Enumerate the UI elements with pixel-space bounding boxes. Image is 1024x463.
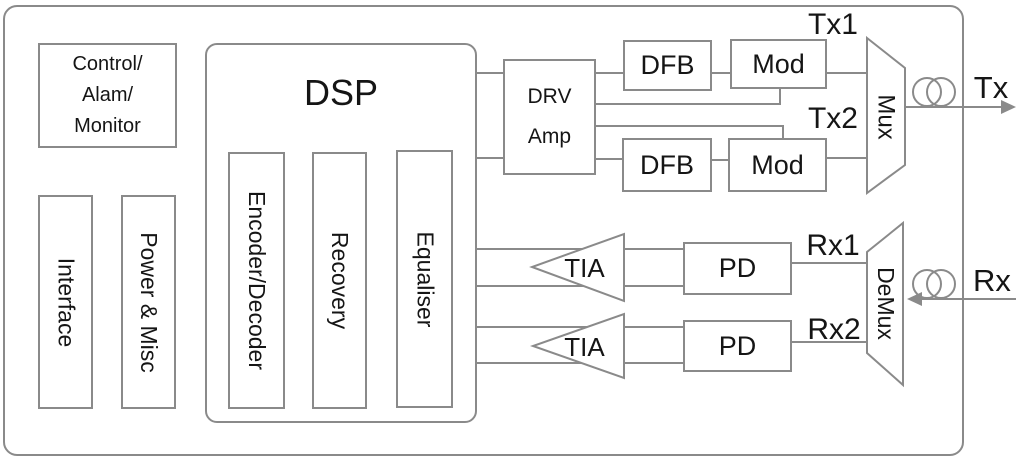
photodiode-top-block: PD (683, 242, 792, 295)
recovery-block: Recovery (312, 152, 367, 409)
tx-fiber-coil-icon (912, 77, 942, 107)
control-line-3: Monitor (74, 115, 141, 137)
power-misc-label: Power & Misc (136, 231, 162, 373)
mod-bottom-label: Mod (751, 149, 804, 180)
control-alarm-monitor-block: Control/ Alam/ Monitor (38, 43, 177, 148)
tia-bottom-label: TIA (564, 332, 605, 362)
port-label-tx: Tx (973, 70, 1009, 105)
tx-arrow-icon (1001, 100, 1016, 114)
dfb-bottom-label: DFB (640, 149, 694, 180)
port-label-tx1: Tx1 (807, 8, 858, 41)
recovery-label: Recovery (327, 231, 353, 330)
power-misc-block: Power & Misc (121, 195, 176, 409)
demux-shape (866, 220, 904, 388)
rx-fiber-coil-icon (926, 269, 956, 299)
drv-amp-block: DRV Amp (503, 59, 596, 175)
tia-bottom-triangle (529, 312, 625, 380)
photodiode-bottom-block: PD (683, 320, 792, 372)
equaliser-label: Equaliser (412, 231, 439, 327)
port-label-tx2: Tx2 (807, 102, 858, 135)
modulator-bottom-block: Mod (728, 138, 827, 192)
port-label-rx2: Rx2 (807, 313, 861, 346)
encoder-decoder-block: Encoder/Decoder (228, 152, 285, 409)
dfb-laser-bottom-block: DFB (622, 138, 712, 192)
tia-top-label: TIA (564, 253, 605, 283)
dfb-top-label: DFB (640, 50, 695, 80)
tx-fiber-coil-icon (926, 77, 956, 107)
port-label-rx1: Rx1 (806, 229, 860, 262)
tia-top-triangle (529, 232, 625, 303)
mod-top-label: Mod (752, 48, 805, 79)
rx-fiber-coil-icon (912, 269, 942, 299)
wire-drv-to-mod2 (596, 125, 784, 138)
port-label-rx: Rx (973, 263, 1011, 298)
drv-amp-line-1: DRV (527, 85, 572, 108)
drv-amp-line-2: Amp (527, 125, 572, 148)
modulator-top-block: Mod (730, 39, 827, 89)
interface-block: Interface (38, 195, 93, 409)
interface-label: Interface (53, 257, 79, 347)
dfb-laser-top-block: DFB (623, 40, 712, 91)
mux-shape (866, 35, 906, 195)
equaliser-block: Equaliser (396, 150, 453, 408)
control-line-2: Alam/ (81, 84, 134, 106)
dsp-title: DSP (303, 72, 379, 113)
rx-arrow-icon (907, 292, 922, 306)
wire-drv-to-mod1 (596, 89, 781, 105)
module-outline (3, 5, 964, 456)
control-line-1: Control/ (72, 53, 143, 75)
encoder-decoder-label: Encoder/Decoder (244, 191, 270, 370)
pd-top-label: PD (718, 253, 757, 283)
pd-bottom-label: PD (718, 330, 757, 361)
